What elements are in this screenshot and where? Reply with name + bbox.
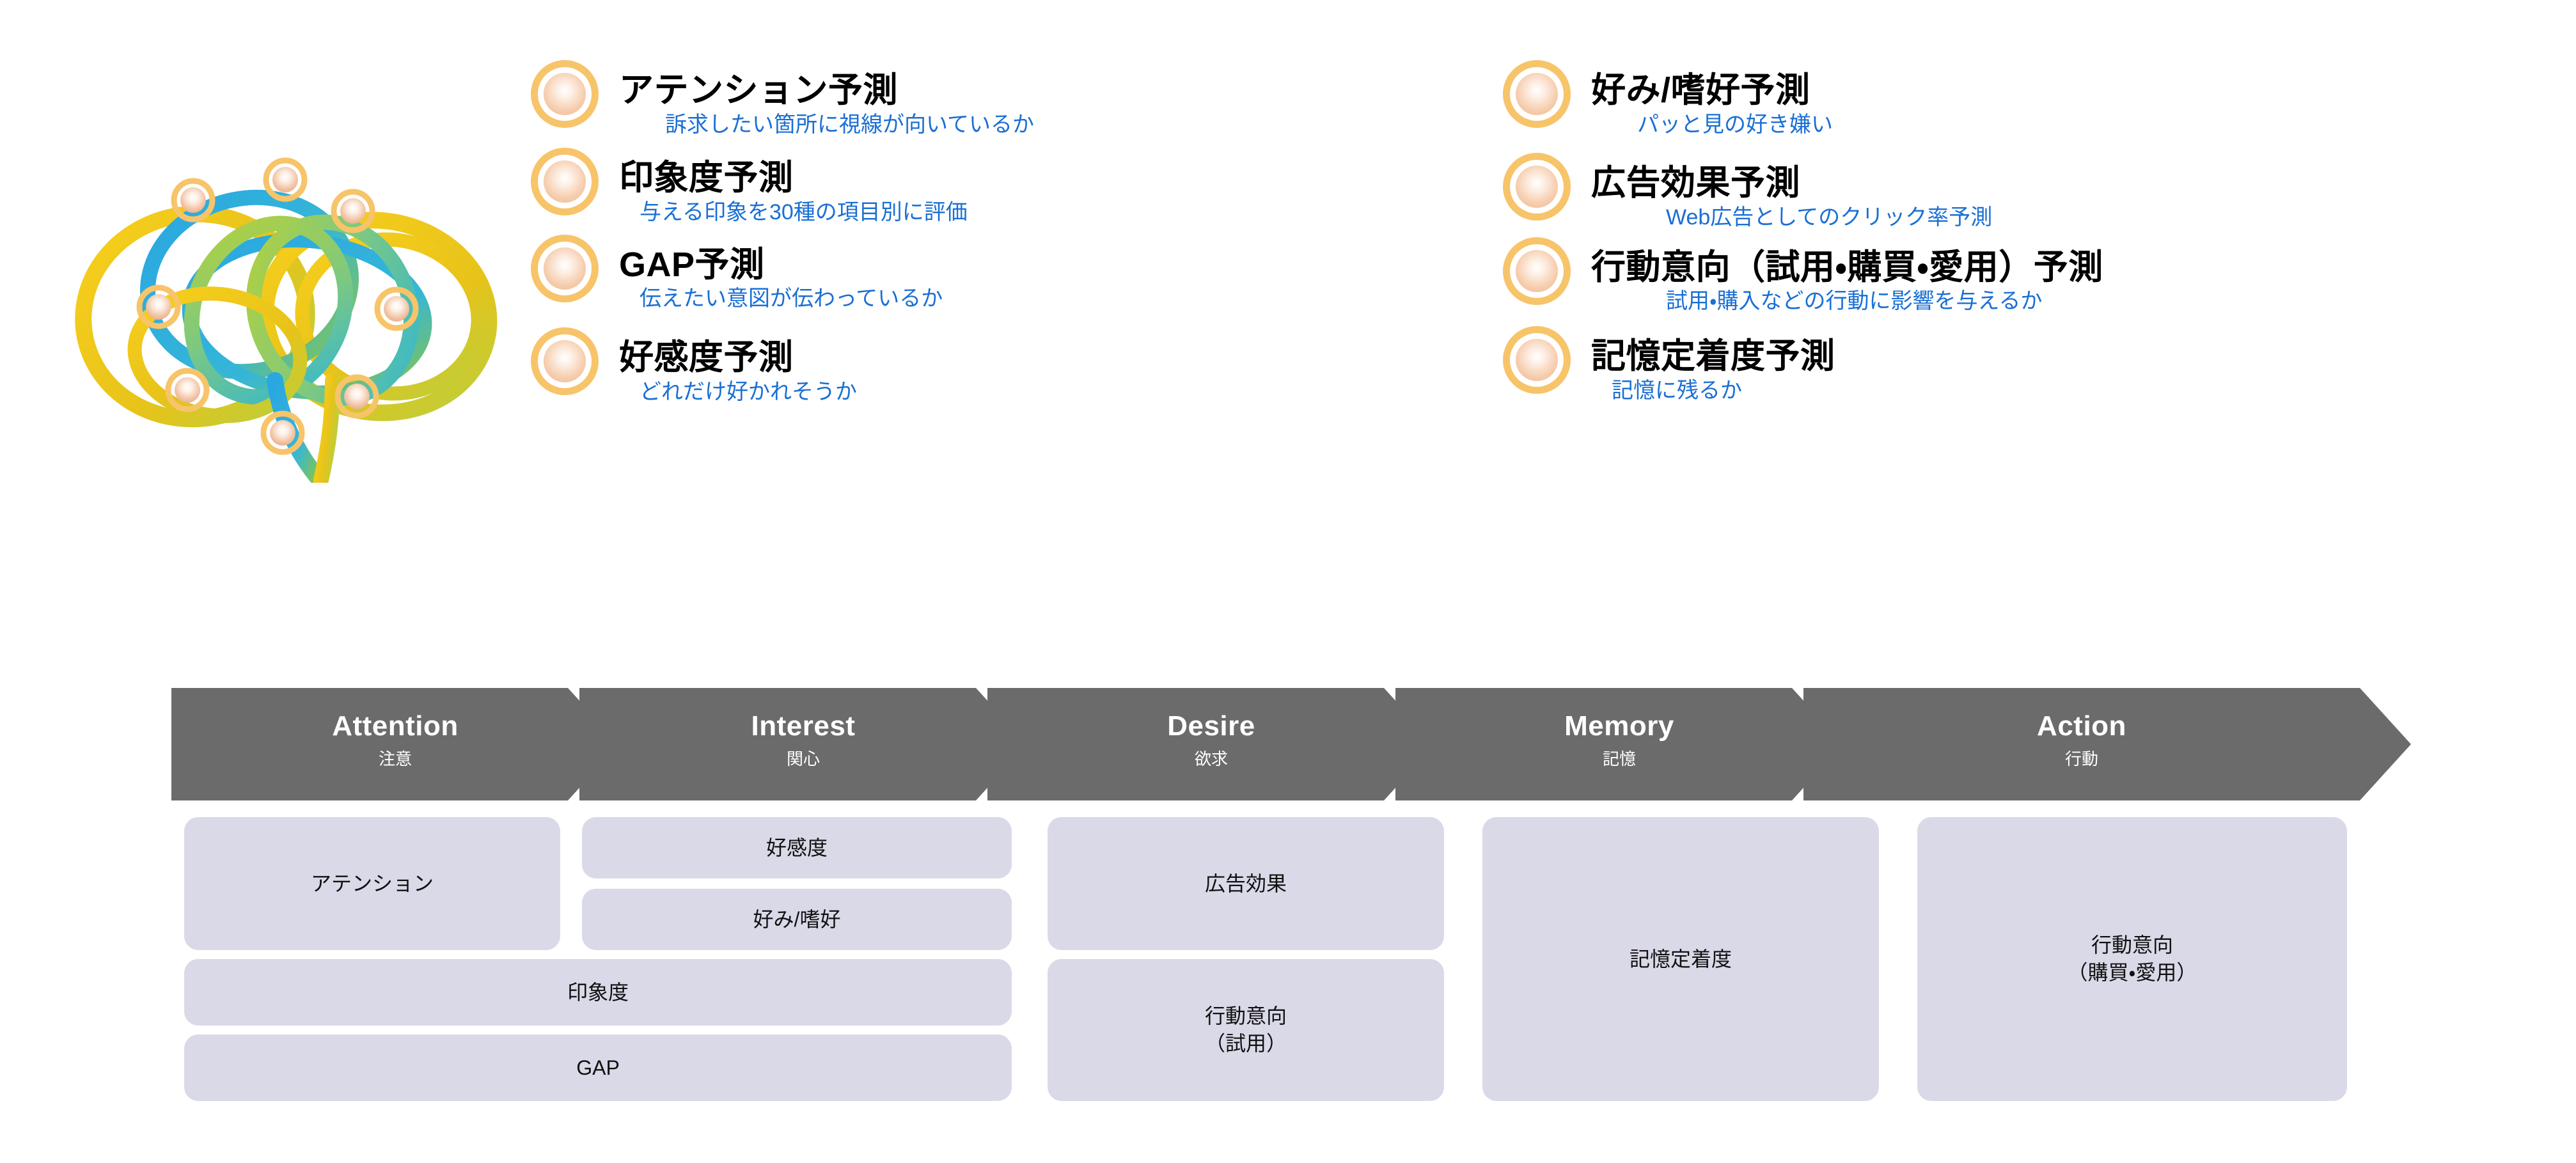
brain-network-illustration [58,125,524,483]
metric-box-sublabel: （購買・愛用） [2067,961,2197,984]
metric-box-label: 印象度 [567,980,629,1004]
prediction-title: アテンション予測 [619,71,898,109]
prediction-subtitle: 与える印象を30種の項目別に評価 [640,200,968,225]
prediction-subtitle: Web広告としてのクリック率予測 [1666,205,1993,230]
prediction-item-preference[interactable]: 好み/嗜好予測 パッと見の好き嫌い [1516,70,2564,137]
prediction-title: 好感度予測 [619,338,794,377]
chevron-memory [1395,688,1843,800]
prediction-item-behavior-intent[interactable]: 行動意向（試用・購買・愛用）予測 試用・購入などの行動に影響を与えるか [1516,247,2564,315]
prediction-subtitle: パッと見の好き嫌い [1637,112,1833,137]
target-ring-icon [1516,166,1558,208]
metric-box-label: 行動意向 [2091,933,2173,957]
metric-box-favorability[interactable]: 好感度 [582,817,1012,878]
prediction-subtitle: 試用・購入などの行動に影響を与えるか [1666,289,2043,314]
metric-box-attention[interactable]: アテンション [184,817,560,950]
target-ring-icon [544,73,586,115]
chevron-desire [987,688,1435,800]
prediction-item-favorability[interactable]: 好感度予測 どれだけ好かれそうか [544,338,1490,405]
prediction-title: 好み/嗜好予測 [1591,71,1810,109]
prediction-title: 記憶定着度予測 [1591,337,1835,376]
metric-box-sublabel: （試用） [1204,1032,1287,1055]
chevron-interest [579,688,1027,800]
prediction-subtitle: 訴求したい箇所に視線が向いているか [665,112,1034,137]
metric-box-label: 好感度 [766,836,828,859]
target-ring-icon [544,340,586,383]
metric-box-label: アテンション [310,871,434,895]
prediction-title: 印象度予測 [619,159,794,198]
metric-box-label: GAP [576,1056,620,1079]
metric-box-gap[interactable]: GAP [184,1034,1012,1101]
metric-box-ad-effect[interactable]: 広告効果 [1048,817,1444,950]
prediction-item-gap[interactable]: GAP予測 伝えたい意図が伝わっているか [544,245,1490,312]
target-ring-icon [544,247,586,290]
prediction-title: GAP予測 [619,245,765,284]
prediction-item-ad-effect[interactable]: 広告効果予測 Web広告としてのクリック率予測 [1516,163,2564,230]
metric-box-behavior-intent-trial[interactable]: 行動意向 （試用） [1048,959,1444,1101]
prediction-item-memory-retention[interactable]: 記憶定着度予測 記憶に残るか [1516,336,2564,403]
target-ring-icon [1516,73,1558,115]
prediction-item-attention[interactable]: アテンション予測 訴求したい箇所に視線が向いているか [544,70,1490,137]
metric-box-impression[interactable]: 印象度 [184,959,1012,1026]
metric-box-preference[interactable]: 好み/嗜好 [582,889,1012,950]
chevron-action [1803,688,2411,800]
target-ring-icon [1516,249,1558,292]
target-ring-icon [544,160,586,203]
metric-box-label: 好み/嗜好 [753,907,841,931]
metric-box-behavior-intent-purchase[interactable]: 行動意向 （購買・愛用） [1917,817,2347,1101]
prediction-subtitle: 記憶に残るか [1612,378,1742,403]
prediction-subtitle: どれだけ好かれそうか [640,379,857,404]
chevron-attention [171,688,619,800]
prediction-list-left: アテンション予測 訴求したい箇所に視線が向いているか 印象度予測 与える印象を3… [544,70,1490,405]
metric-box-label: 記憶定着度 [1629,947,1732,971]
prediction-item-impression[interactable]: 印象度予測 与える印象を30種の項目別に評価 [544,158,1490,225]
metric-box-memory-retention[interactable]: 記憶定着度 [1482,817,1879,1101]
prediction-title: 広告効果予測 [1591,164,1800,203]
prediction-subtitle: 伝えたい意図が伝わっているか [640,286,943,311]
metric-box-label: 広告効果 [1204,871,1287,895]
prediction-title: 行動意向（試用・購買・愛用）予測 [1591,247,2103,286]
metric-box-label: 行動意向 [1204,1004,1287,1028]
target-ring-icon [1516,339,1558,382]
prediction-list-right: 好み/嗜好予測 パッと見の好き嫌い 広告効果予測 Web広告としてのクリック率予… [1516,70,2564,404]
